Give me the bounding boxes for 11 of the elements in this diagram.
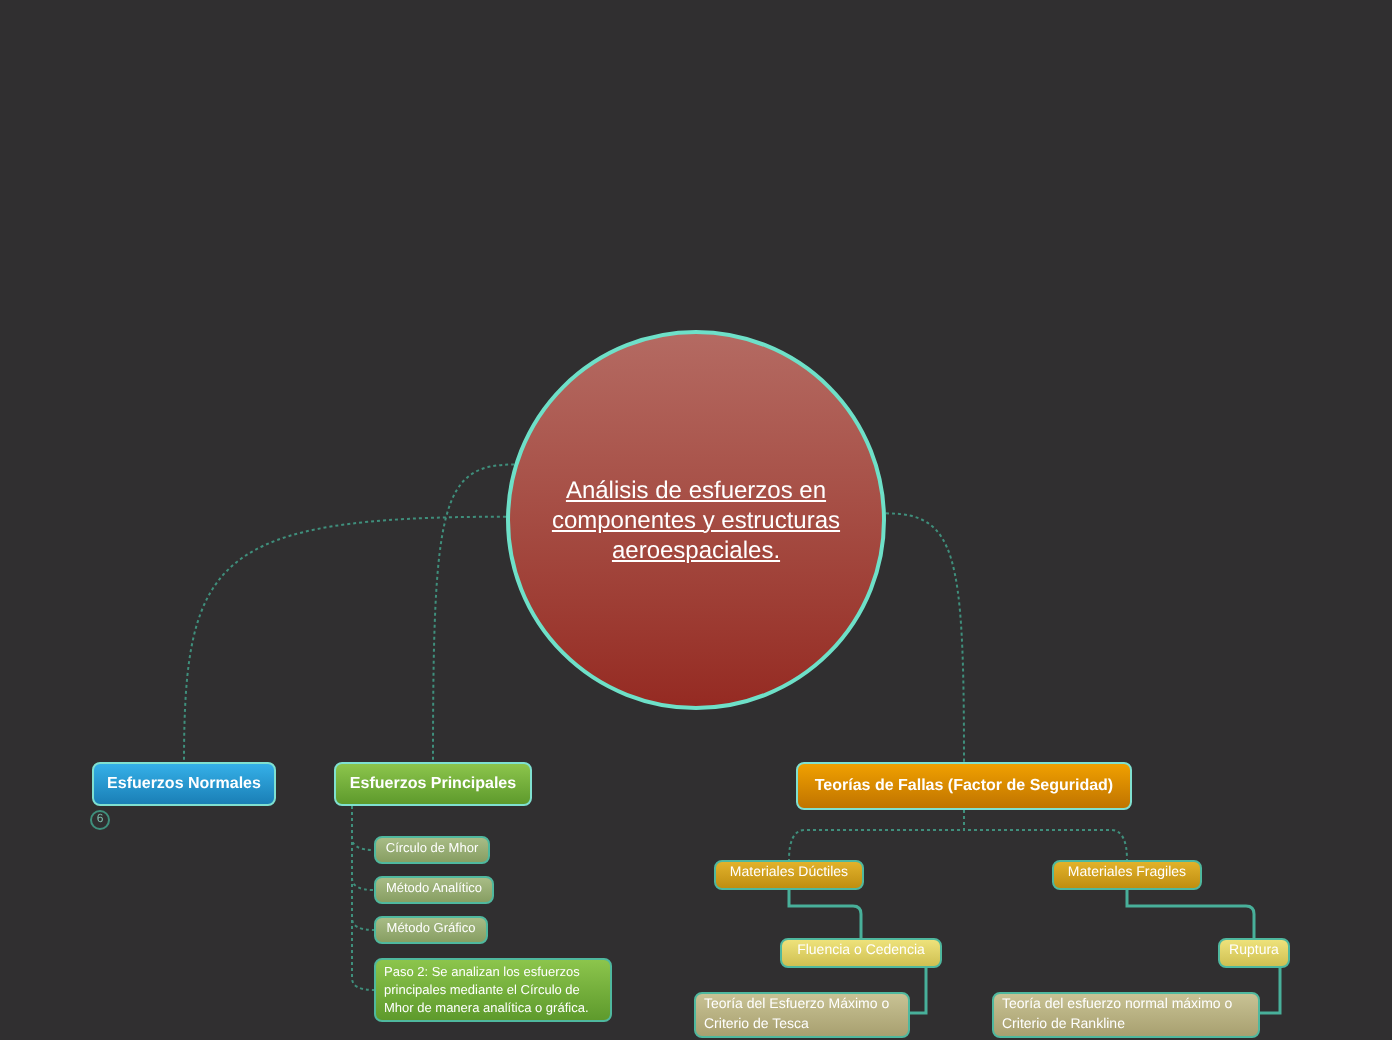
topic-box: Esfuerzos Normales [92, 762, 276, 806]
connector-line [963, 809, 1128, 861]
connector-line [1125, 890, 1256, 938]
topic-box: Esfuerzos Principales [334, 762, 532, 806]
connector-line [910, 968, 928, 1015]
connector-line [1260, 968, 1282, 1015]
connector-line [787, 890, 863, 938]
topic-box: Teorías de Fallas (Factor de Seguridad) [796, 762, 1132, 810]
connector-line [884, 512, 965, 763]
connector-line [183, 515, 508, 763]
connector-line [432, 463, 516, 763]
